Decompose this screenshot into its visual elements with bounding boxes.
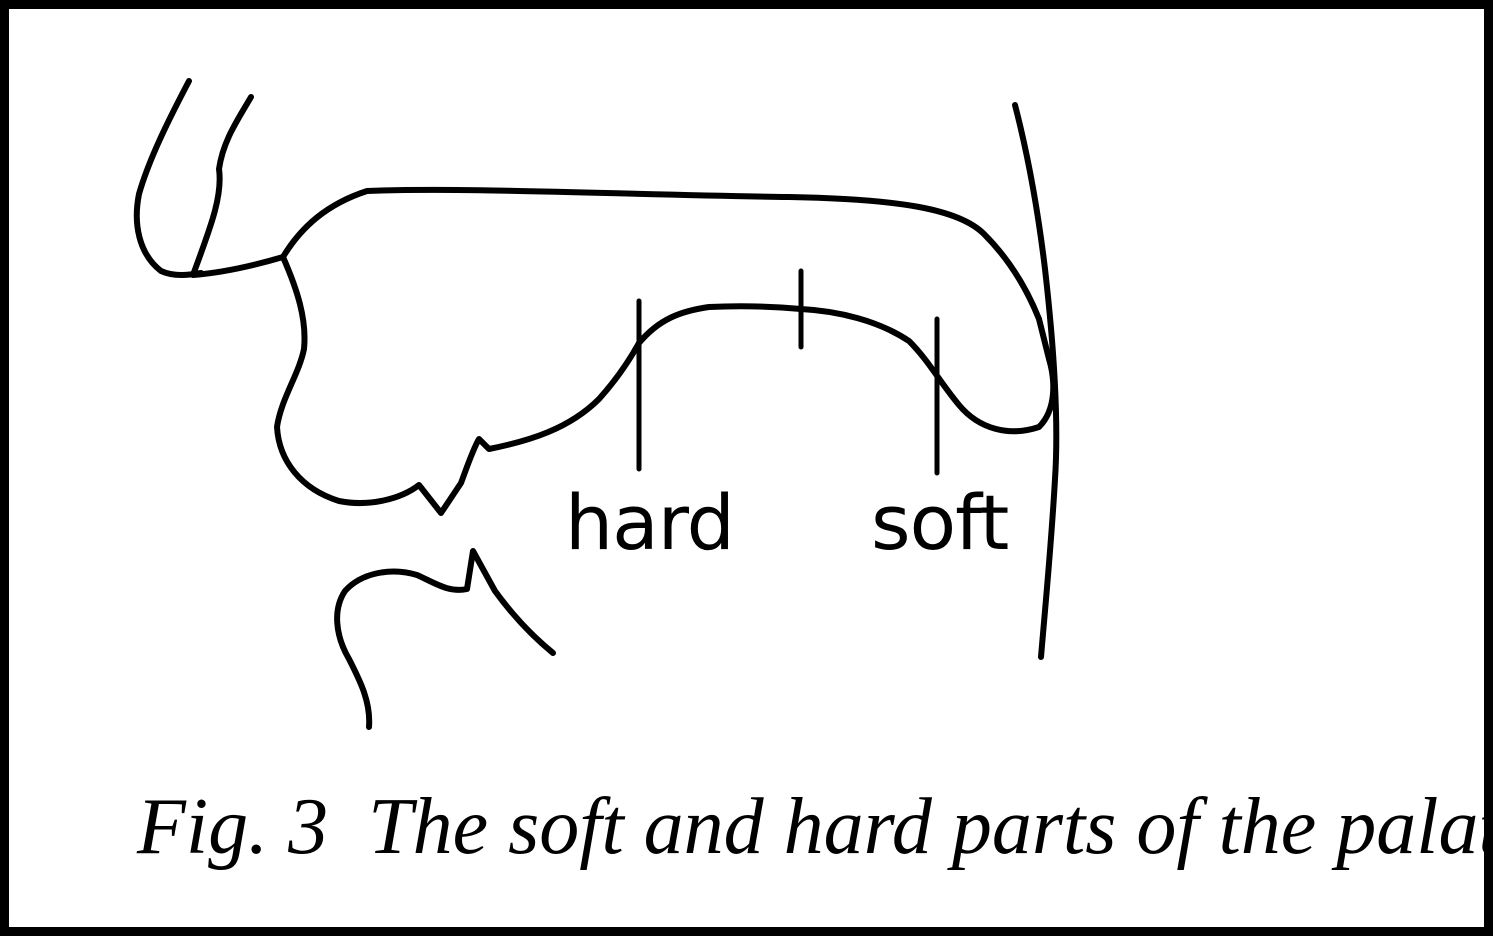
nostril-line <box>193 97 283 275</box>
soft-palate-label: soft <box>871 485 1008 561</box>
lower-lip <box>337 551 553 727</box>
nasal-cavity-roof <box>283 190 1039 319</box>
nose-outline <box>137 81 201 275</box>
figure-caption: Fig. 3 The soft and hard parts of the pa… <box>137 787 1493 867</box>
upper-lip <box>277 257 639 513</box>
hard-palate-label: hard <box>565 485 734 561</box>
palate-curve <box>639 306 1053 431</box>
